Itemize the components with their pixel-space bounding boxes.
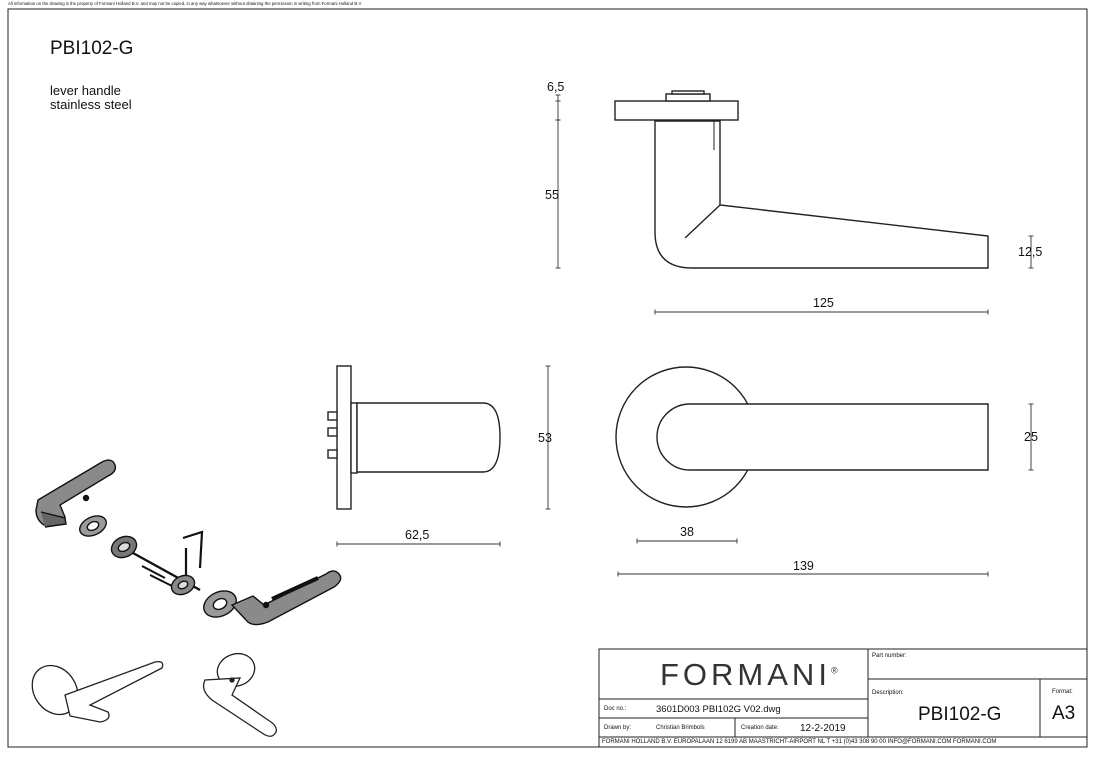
- description-label: Description:: [872, 690, 904, 696]
- footer-contact: FORMANI HOLLAND B.V. EUROPALAAN 12 6199 …: [602, 739, 997, 745]
- lever-front-body: [356, 402, 501, 473]
- dim-offset: 38: [680, 525, 694, 539]
- dim-handle-height: 55: [545, 188, 559, 202]
- dim-lever-thickness: 12,5: [1018, 245, 1043, 259]
- top-view-dimensions: [617, 403, 1034, 577]
- exploded-view: [35, 459, 342, 626]
- side-view-dimensions: [555, 94, 1034, 315]
- lever-top-body: [656, 403, 989, 471]
- title-block: [598, 648, 1088, 748]
- page-title: PBI102-G: [50, 38, 134, 59]
- format-label: Format:: [1052, 689, 1073, 695]
- brand-logo: FORMANI®: [660, 657, 838, 693]
- upper-lever: [35, 459, 117, 526]
- brand-name: FORMANI: [660, 657, 831, 692]
- lower-allen-key: [271, 576, 319, 601]
- copyright-notice: All information on the drawing is the pr…: [8, 1, 362, 6]
- spindle-cap: [665, 93, 711, 102]
- creation-date-value: 12-2-2019: [800, 723, 846, 734]
- creation-date-label: Creation date:: [741, 725, 779, 731]
- rose-plate-side: [614, 100, 739, 121]
- screw-bottom: [327, 449, 338, 459]
- allen-key-2: [182, 530, 204, 569]
- dim-rose-thickness: 6,5: [547, 80, 565, 94]
- rose-front-collar: [350, 402, 358, 474]
- format-value: A3: [1052, 703, 1076, 724]
- front-view: [327, 365, 501, 510]
- small-lever-left: [64, 660, 164, 723]
- lower-lever: [230, 570, 342, 626]
- top-view: [615, 366, 989, 508]
- dim-depth: 62,5: [405, 528, 430, 542]
- small-isometric-views: [31, 652, 277, 737]
- part-number-label: Part number:: [872, 653, 907, 659]
- upper-lever-neck: [40, 511, 67, 528]
- dim-lever-length: 125: [813, 296, 834, 310]
- dim-overall-length: 139: [793, 559, 814, 573]
- dim-rose-diameter: 53: [538, 431, 552, 445]
- subtitle-line-1: lever handle: [50, 83, 121, 98]
- description-value: PBI102-G: [918, 704, 1002, 725]
- brand-trademark: ®: [830, 665, 838, 676]
- sheet-border: [7, 8, 1088, 748]
- lever-side-body: [654, 120, 989, 269]
- side-view: [614, 90, 989, 269]
- screw-top: [327, 411, 338, 421]
- front-view-dimensions: [336, 365, 551, 547]
- spindle-cap-top: [671, 90, 705, 95]
- lever-bevel-line: [684, 204, 721, 239]
- screw-mid: [327, 427, 338, 437]
- doc-no-value: 3601D003 PBI102G V02.dwg: [656, 704, 781, 715]
- drawn-by-value: Christian Brimbols: [656, 725, 705, 731]
- rose-front-plate: [336, 365, 352, 510]
- product-description: lever handle stainless steel: [50, 84, 132, 112]
- dim-lever-width: 25: [1024, 430, 1038, 444]
- subtitle-line-2: stainless steel: [50, 97, 132, 112]
- doc-no-label: Doc no.:: [604, 706, 627, 712]
- drawn-by-label: Drawn by:: [604, 725, 632, 731]
- small-lever-right: [202, 677, 277, 737]
